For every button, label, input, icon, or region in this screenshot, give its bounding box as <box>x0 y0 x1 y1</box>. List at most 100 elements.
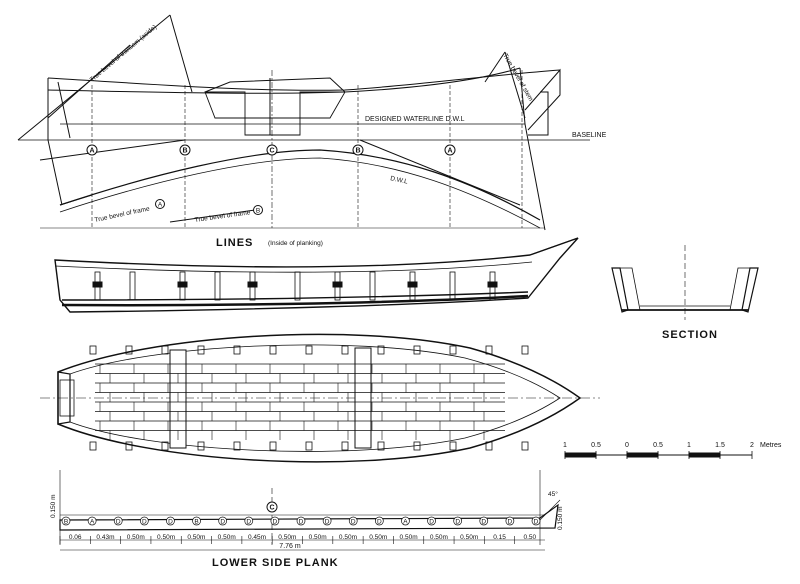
station-label-a-left: A <box>89 148 94 155</box>
plan-floorboards <box>95 363 505 440</box>
side-frame <box>449 271 456 301</box>
plank-frame-marker <box>427 516 436 526</box>
plank-frame-mark: D <box>481 519 486 526</box>
stem-profile <box>519 67 546 231</box>
plan-rib-bottom <box>197 441 205 451</box>
plank-frame-marker <box>244 516 254 526</box>
plank-frame-mark: D <box>168 519 173 526</box>
plank-segment-label: 0.50m <box>430 534 448 541</box>
plank-frame-mark: D <box>429 519 434 526</box>
frame-construction-1 <box>39 139 186 161</box>
thwart-forward <box>354 347 372 449</box>
side-frame-cleat <box>92 281 103 288</box>
frame-a-bevel-line <box>59 194 93 206</box>
station-label-c: C <box>269 148 274 155</box>
plank-frame-mark: D <box>299 519 304 526</box>
hull-side-outline <box>54 237 579 313</box>
transom-edge <box>57 81 71 139</box>
plank-frame-mark: D <box>246 519 251 526</box>
station-markers: A B C B A <box>86 144 456 156</box>
plank-center-mark: C <box>269 505 274 512</box>
scale-tick-label: 1 <box>687 442 691 449</box>
plank-frame-mark: B <box>64 519 68 526</box>
plan-rib-top <box>413 345 421 355</box>
plan-rib-bottom <box>521 441 529 451</box>
dwl-label: D.W.L <box>390 175 409 186</box>
plank-frame-mark: B <box>194 519 198 526</box>
plank-angle-line <box>539 499 561 521</box>
plank-segment-label: 0.50m <box>157 534 175 541</box>
plan-rib-bottom <box>269 441 277 451</box>
plan-rib-top <box>197 345 205 355</box>
frame-b-bevel-line <box>169 209 256 223</box>
plan-rib-top <box>485 345 493 355</box>
plan-rib-bottom <box>233 441 241 451</box>
plan-rib-top <box>521 345 529 355</box>
center-frame-box-top <box>204 77 346 93</box>
keel-rocker-curve <box>59 149 541 221</box>
hull-chine <box>61 291 529 301</box>
plan-rib-top <box>305 345 313 355</box>
plank-segment-label: 0.50m <box>127 534 145 541</box>
stem-bevel-line-2 <box>504 51 526 119</box>
plan-ribs <box>89 345 529 451</box>
plan-rib-top <box>89 345 97 355</box>
plank-frame-marker <box>348 516 358 526</box>
plank-frame-marker <box>139 516 149 526</box>
plank-segment-label: 0.50m <box>309 534 327 541</box>
plank-frame-mark: D <box>142 519 147 526</box>
frame-b-bevel-mark: B <box>256 208 260 215</box>
station-marker-a-right <box>444 144 456 156</box>
plank-frame-marker <box>531 516 541 526</box>
frame-a-bevel-label: True bevel of frame <box>94 205 151 224</box>
plank-right-height: 0.150 m <box>557 507 564 531</box>
plank-frame-marker <box>218 516 228 526</box>
stem-outline <box>524 68 561 131</box>
plank-frame-marker <box>401 516 410 526</box>
hull-gunwale <box>54 261 533 273</box>
plan-transom <box>57 371 71 425</box>
plank-frame-mark: D <box>116 519 121 526</box>
plank-frame-mark: D <box>220 519 225 526</box>
keel-rocker-curve-inner <box>59 157 541 229</box>
station-label-b-right: B <box>355 148 360 155</box>
section-title: SECTION <box>662 329 718 341</box>
frame-a-bevel-mark: A <box>158 202 163 209</box>
plan-rib-bottom <box>125 441 133 451</box>
plank-segment-label: 0.50m <box>187 534 205 541</box>
plank-segment-label: 0.50m <box>460 534 478 541</box>
plank-title: LOWER SIDE PLANK <box>212 557 339 569</box>
scale-bar <box>564 452 752 458</box>
plank-frame-marker <box>61 516 71 526</box>
plank-segment-label: 0.50 <box>524 534 537 541</box>
plan-view <box>40 333 600 463</box>
side-frame-cleat <box>247 281 258 288</box>
scale-tick-label: 1 <box>563 442 567 449</box>
side-frame-cleat <box>332 281 343 288</box>
side-frame <box>369 271 376 301</box>
section-left-frame <box>620 267 641 311</box>
plan-rib-bottom <box>413 441 421 451</box>
plank-frame-marker <box>296 516 306 526</box>
transom-bevel-line-2 <box>169 14 193 93</box>
plank-frame-mark: D <box>534 519 539 526</box>
plan-rib-bottom <box>485 441 493 451</box>
side-elevation <box>54 237 579 313</box>
plan-rib-bottom <box>341 441 349 451</box>
lines-view <box>17 14 590 231</box>
plank-frame-mark: D <box>377 519 382 526</box>
plank-segment-label: 0.43m <box>96 534 114 541</box>
plank-frame-marker <box>479 516 489 526</box>
baseline-label: BASELINE <box>572 132 607 139</box>
plan-rib-bottom <box>161 441 169 451</box>
plan-inner-outline <box>69 344 561 452</box>
plank-left-height: 0.150 m <box>50 495 57 519</box>
plank-frame-mark: D <box>351 519 356 526</box>
scale-bar-fill-1 <box>564 452 597 458</box>
section-view <box>611 245 759 320</box>
scale-tick-label: 1.5 <box>715 442 725 449</box>
lines-title-note: (Inside of planking) <box>268 240 323 247</box>
station-marker-b-right <box>352 144 364 156</box>
